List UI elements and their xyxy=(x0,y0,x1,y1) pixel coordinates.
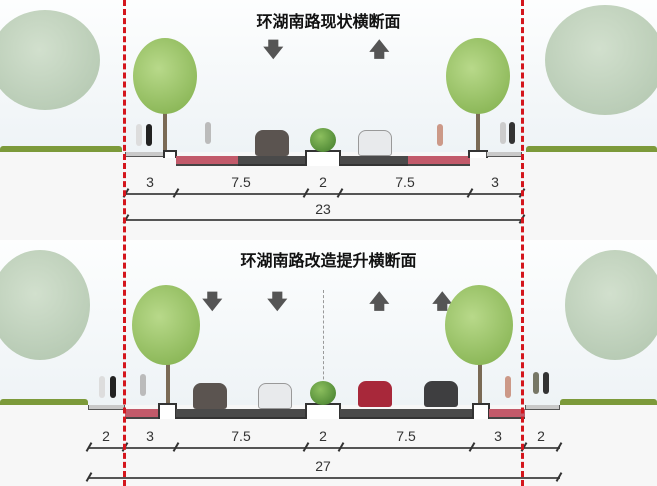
car-icon xyxy=(193,383,227,409)
cyclist-icon xyxy=(205,122,211,144)
total-label: 27 xyxy=(315,458,331,474)
bike-lane xyxy=(489,409,525,419)
down-arrow-icon: 🡇 xyxy=(202,291,223,313)
pedestrian-icon xyxy=(146,124,152,146)
down-arrow-icon: 🡇 xyxy=(267,291,288,313)
total-dimension-line xyxy=(125,219,522,221)
background-tree-icon xyxy=(0,10,100,110)
dimension-label: 3 xyxy=(491,174,499,190)
bush-icon xyxy=(310,381,336,405)
bike-lane xyxy=(125,409,159,419)
pedestrian-icon xyxy=(543,372,549,394)
tree-icon xyxy=(133,38,197,114)
carriageway xyxy=(340,156,408,166)
median xyxy=(305,150,341,166)
background-tree-icon xyxy=(565,250,657,360)
dimension-label: 7.5 xyxy=(395,174,415,190)
red-boundary-line-left xyxy=(123,0,126,486)
center-line xyxy=(323,290,324,415)
dimension-line xyxy=(125,193,522,195)
background-tree-icon xyxy=(0,250,90,360)
up-arrow-icon: 🡅 xyxy=(369,291,390,313)
dimension-line xyxy=(88,447,560,449)
existing-title: 环湖南路现状横断面 xyxy=(256,14,401,31)
pedestrian-icon xyxy=(110,376,116,398)
total-label: 23 xyxy=(315,201,331,217)
car-icon xyxy=(258,383,292,409)
car-icon xyxy=(358,381,392,407)
red-boundary-line-right xyxy=(521,0,524,486)
up-arrow-icon: 🡅 xyxy=(369,39,390,61)
car-icon xyxy=(255,130,289,156)
median xyxy=(305,403,341,419)
dimension-label: 2 xyxy=(102,428,110,444)
sidewalk xyxy=(125,152,165,157)
tree-trunk xyxy=(478,340,482,406)
total-dimension-line xyxy=(88,477,560,479)
proposed-title: 环湖南路改造提升横断面 xyxy=(240,253,417,270)
carriageway xyxy=(238,156,306,166)
grass xyxy=(560,399,657,405)
pedestrian-icon xyxy=(509,122,515,144)
bike-lane xyxy=(176,156,238,166)
dimension-label: 2 xyxy=(319,428,327,444)
dimension-label: 3 xyxy=(146,428,154,444)
tree-strip xyxy=(158,403,177,419)
tree-trunk xyxy=(476,90,480,152)
bush-icon xyxy=(310,128,336,152)
dimension-label: 2 xyxy=(319,174,327,190)
pedestrian-icon xyxy=(136,124,142,146)
curb xyxy=(468,150,488,158)
sidewalk xyxy=(525,405,560,410)
pedestrian-icon xyxy=(99,376,105,398)
tree-trunk xyxy=(166,340,170,406)
tick xyxy=(555,472,563,482)
bike-lane xyxy=(408,156,470,166)
dimension-label: 7.5 xyxy=(231,428,251,444)
car-icon xyxy=(424,381,458,407)
down-arrow-icon: 🡇 xyxy=(263,39,284,61)
tree-trunk xyxy=(163,90,167,152)
pedestrian-icon xyxy=(500,122,506,144)
tree-icon xyxy=(446,38,510,114)
car-icon xyxy=(358,130,392,156)
dimension-label: 7.5 xyxy=(396,428,416,444)
carriageway xyxy=(176,409,306,419)
cyclist-icon xyxy=(505,376,511,398)
sidewalk xyxy=(88,405,125,410)
dimension-label: 3 xyxy=(146,174,154,190)
curb xyxy=(163,150,177,158)
dimension-label: 7.5 xyxy=(231,174,251,190)
tree-icon xyxy=(445,285,513,365)
grass xyxy=(0,399,88,405)
dimension-label: 2 xyxy=(537,428,545,444)
cyclist-icon xyxy=(140,374,146,396)
carriageway xyxy=(340,409,473,419)
cyclist-icon xyxy=(437,124,443,146)
tree-strip xyxy=(472,403,490,419)
grass xyxy=(0,146,122,152)
tree-icon xyxy=(132,285,200,365)
dimension-label: 3 xyxy=(494,428,502,444)
pedestrian-icon xyxy=(533,372,539,394)
sidewalk xyxy=(486,152,522,157)
grass xyxy=(526,146,657,152)
background-tree-icon xyxy=(545,5,657,115)
